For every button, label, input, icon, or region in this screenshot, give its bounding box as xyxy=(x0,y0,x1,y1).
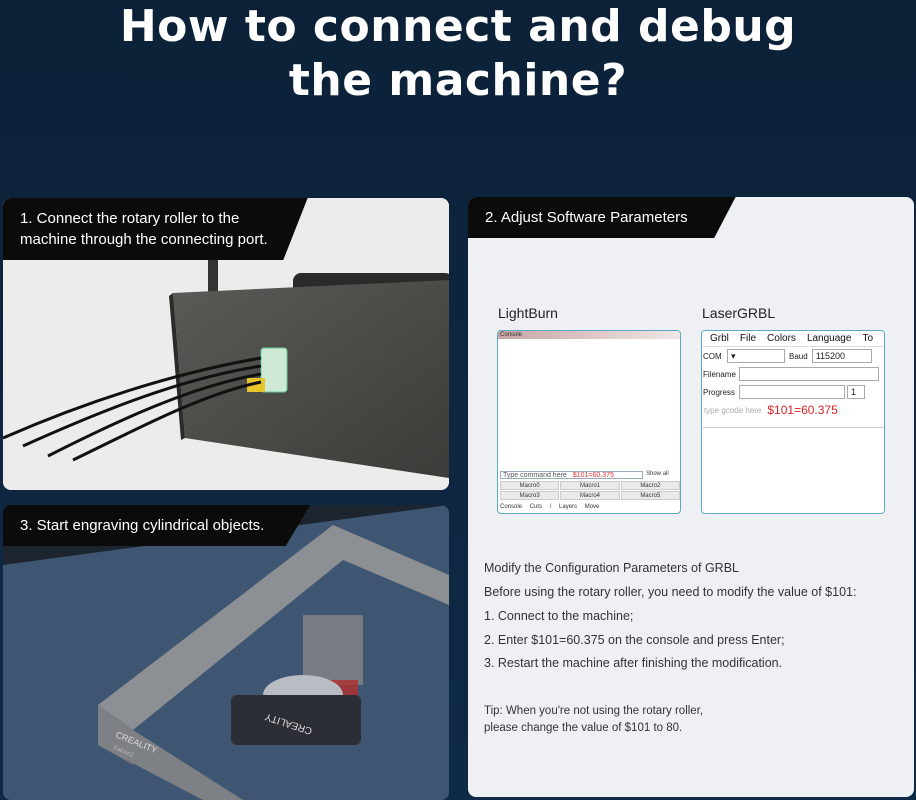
progress-row: Progress 1 xyxy=(702,383,884,401)
instruction-step: 3. Restart the machine after finishing t… xyxy=(484,656,783,670)
step2-label: 2. Adjust Software Parameters xyxy=(468,197,736,238)
step1-label: 1. Connect the rotary roller to the mach… xyxy=(3,198,308,260)
engraving-photo: CREALITY Falcon2 CREALITY xyxy=(3,505,449,800)
filename-field[interactable] xyxy=(739,367,879,381)
baud-label: Baud xyxy=(789,351,808,361)
lightburn-tabs: Console Cuts / Layers Move xyxy=(500,504,599,510)
tip-text: Tip: When you're not using the rotary ro… xyxy=(484,705,704,734)
com-label: COM xyxy=(703,351,722,361)
gcode-output xyxy=(703,427,884,513)
lasergrbl-label: LaserGRBL xyxy=(702,305,776,321)
step3-card: CREALITY Falcon2 CREALITY 3. Start engra… xyxy=(3,505,449,800)
console-output xyxy=(499,340,679,470)
lightburn-console-window: Console Type command here$101=60.375 Sho… xyxy=(497,330,681,514)
lightburn-command-input[interactable]: Type command here$101=60.375 xyxy=(500,471,643,479)
gcode-command-input[interactable]: $101=60.375 xyxy=(767,403,838,417)
step1-card: 1. Connect the rotary roller to the mach… xyxy=(3,198,449,490)
progress-label: Progress xyxy=(703,387,736,397)
progress-bar xyxy=(739,385,845,399)
show-all-checkbox[interactable]: Show all xyxy=(646,471,669,477)
instruction-step: 2. Enter $101=60.375 on the console and … xyxy=(484,633,785,647)
menu-grbl[interactable]: Grbl xyxy=(710,333,729,344)
macro-button[interactable]: Macro1 xyxy=(560,481,620,490)
step3-label: 3. Start engraving cylindrical objects. xyxy=(3,505,311,546)
lightburn-label: LightBurn xyxy=(498,305,558,321)
instruction-step: 1. Connect to the machine; xyxy=(484,609,634,623)
macro-button[interactable]: Macro5 xyxy=(620,491,680,500)
macro-button[interactable]: Macro3 xyxy=(500,491,560,500)
tab-move[interactable]: Move xyxy=(584,504,600,510)
menu-tools[interactable]: To xyxy=(862,333,873,344)
step2-card: 2. Adjust Software Parameters LightBurn … xyxy=(468,197,914,797)
com-select[interactable]: ▾ xyxy=(727,349,785,363)
menu-language[interactable]: Language xyxy=(806,333,852,344)
macro-buttons: Macro0 Macro1 Macro2 Macro3 Macro4 Macro… xyxy=(500,481,680,500)
tab-cuts-layers[interactable]: Cuts / Layers xyxy=(529,504,578,510)
progress-count[interactable]: 1 xyxy=(847,385,865,399)
filename-label: Filename xyxy=(703,369,736,379)
lasergrbl-menubar: Grbl File Colors Language To xyxy=(702,331,884,347)
menu-colors[interactable]: Colors xyxy=(767,333,796,344)
macro-button[interactable]: Macro2 xyxy=(620,481,680,490)
lightburn-window-title: Console xyxy=(498,331,680,339)
gcode-placeholder: type gcode here xyxy=(704,405,762,415)
macro-button[interactable]: Macro4 xyxy=(560,491,620,500)
page-title: How to connect and debug the machine? xyxy=(119,1,797,106)
filename-row: Filename xyxy=(702,365,884,383)
com-row: COM ▾ Baud 115200 xyxy=(702,347,884,365)
instructions-heading: Modify the Configuration Parameters of G… xyxy=(484,561,739,575)
tab-console[interactable]: Console xyxy=(500,504,523,510)
macro-button[interactable]: Macro0 xyxy=(500,481,560,490)
gcode-command-row: type gcode here $101=60.375 xyxy=(702,401,884,419)
instructions-intro: Before using the rotary roller, you need… xyxy=(484,585,857,599)
baud-select[interactable]: 115200 xyxy=(811,349,872,363)
menu-file[interactable]: File xyxy=(739,333,757,344)
lasergrbl-window: Grbl File Colors Language To COM ▾ Baud … xyxy=(701,330,885,514)
